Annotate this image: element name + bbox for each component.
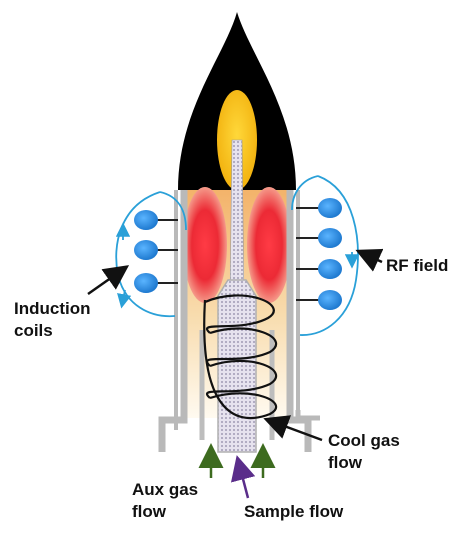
sample-flow-arrow [231,455,256,499]
rf-field-label: RF field [386,256,449,275]
cool-gas-label-line1: Cool gas [328,431,400,450]
rf-field-lines [115,175,359,336]
outer-torch-left [158,190,188,452]
induction-coils-label-line2: coils [14,321,53,340]
aux-gas-label-line2: flow [132,502,166,521]
rf-field-arrow [355,248,384,272]
coil-cross-sections [134,198,342,310]
sample-flow-label: Sample flow [244,502,344,521]
plasma-left [183,187,227,303]
plasma-right [247,187,291,303]
cool-gas-arrow [263,415,323,442]
inlet-pipe [295,410,320,421]
injector-tube [217,279,257,453]
sample-channel [229,139,245,301]
coil-helix [203,294,278,420]
induction-coils-arrow [87,265,130,296]
cool-gas-label-line2: flow [328,453,362,472]
aux-gas-label-line1: Aux gas [132,480,199,499]
induction-coils-label-line1: Induction [14,299,91,318]
